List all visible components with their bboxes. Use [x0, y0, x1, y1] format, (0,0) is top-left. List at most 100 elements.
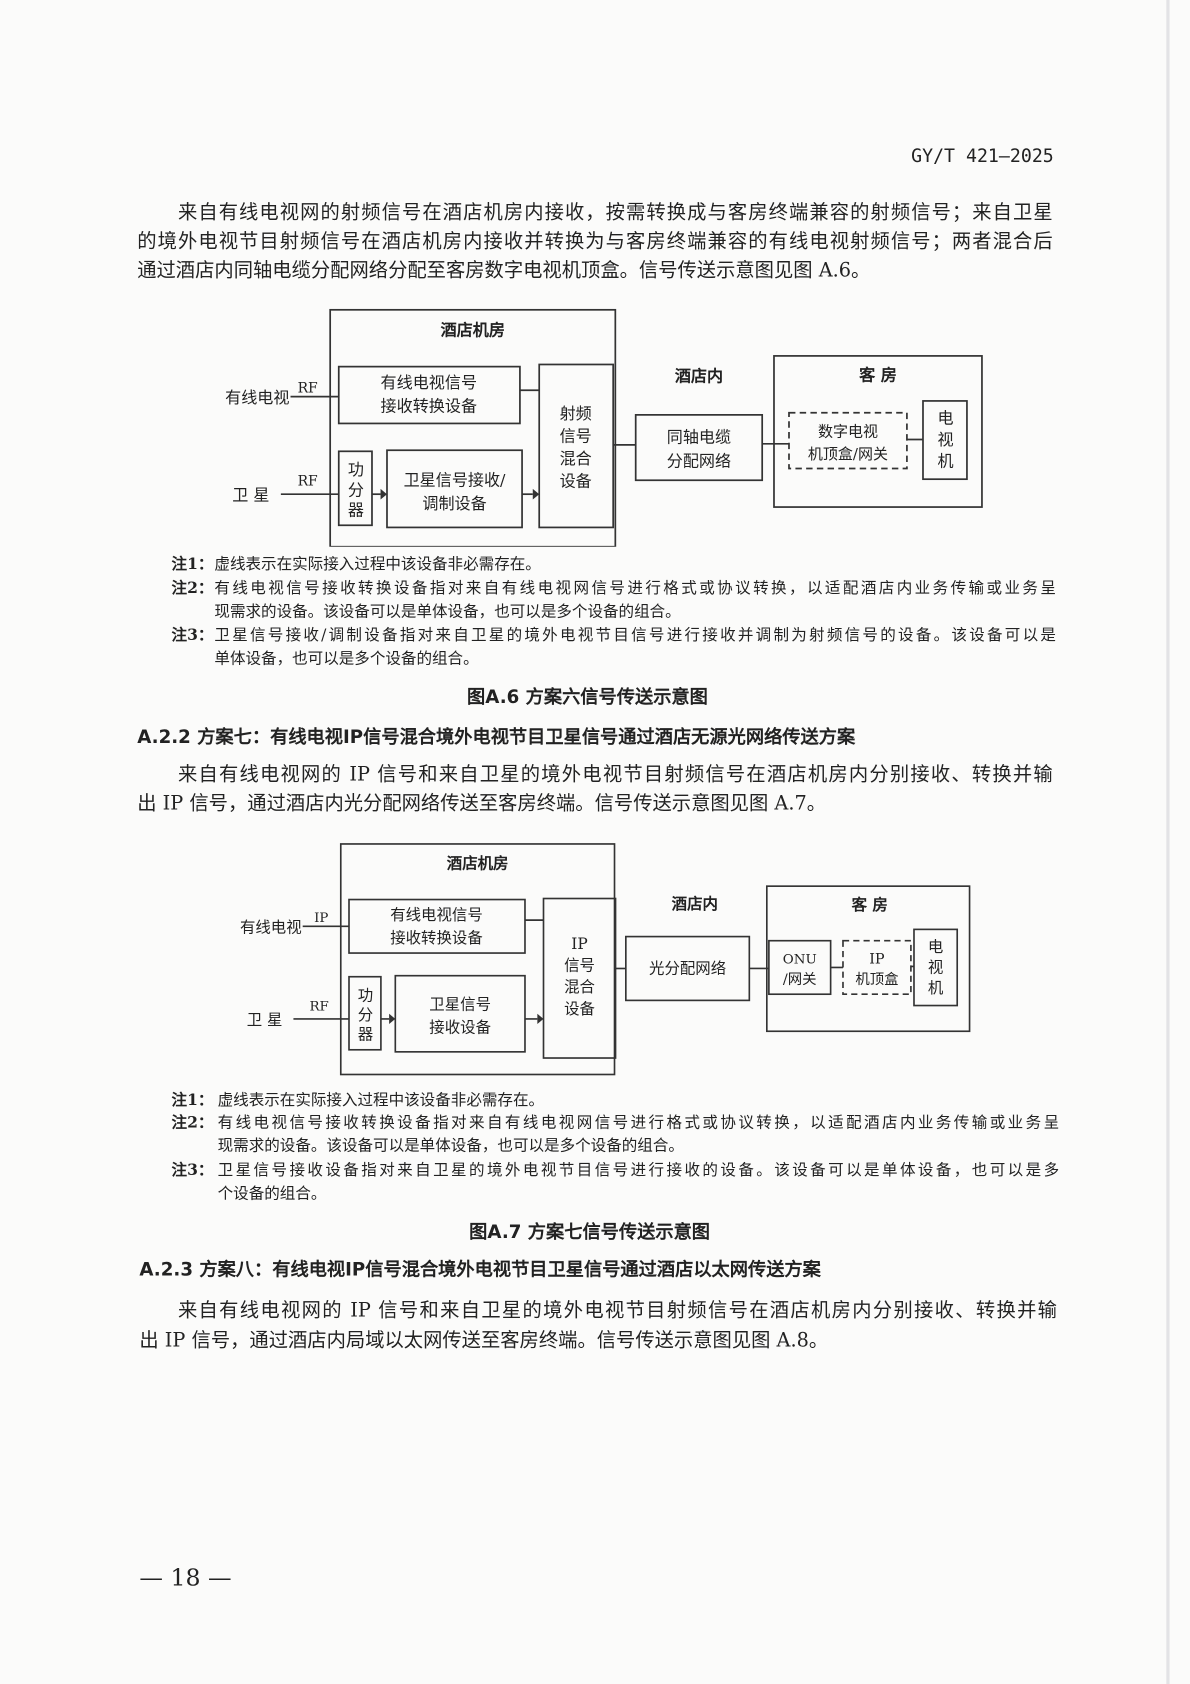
label: 客 房	[852, 895, 888, 914]
note-label: 注2：	[171, 1113, 214, 1133]
note-text: 有线电视信号接收转换设备指对来自有线电视网信号进行格式或协议转换，以适配酒店内业…	[214, 579, 1056, 598]
note-text: 现需求的设备。该设备可以是单体设备，也可以是多个设备的组合。	[214, 603, 681, 621]
label: 同轴电缆	[667, 428, 731, 447]
label: 分	[358, 1006, 373, 1024]
label: 接收设备	[429, 1018, 491, 1036]
note-text: 现需求的设备。该设备可以是单体设备，也可以是多个设备的组合。	[217, 1137, 684, 1155]
figure-a7-caption: 图A.7 方案七信号传送示意图	[469, 1222, 711, 1244]
satellite-receiver-box	[394, 974, 526, 1053]
label: IP	[314, 911, 328, 926]
figure-a6-caption: 图A.6 方案六信号传送示意图	[467, 687, 708, 709]
label: 接收转换设备	[390, 929, 483, 947]
guest-room-box	[773, 355, 983, 508]
label: 有线电视信号	[390, 906, 483, 924]
label: RF	[298, 474, 318, 490]
machine-room-box	[329, 308, 617, 547]
label: 电	[937, 408, 953, 427]
label: 接收转换设备	[381, 397, 477, 416]
text-line: 来自有线电视网的 IP 信号和来自卫星的境外电视节目射频信号在酒店机房内分别接收…	[177, 1299, 1057, 1322]
label: 视	[937, 430, 953, 449]
text-line: 来自有线电视网的 IP 信号和来自卫星的境外电视节目射频信号在酒店机房内分别接收…	[177, 763, 1053, 786]
label: RF	[298, 380, 318, 396]
label: 混合	[564, 978, 595, 996]
section-a22-heading: A.2.2 方案七：有线电视IP信号混合境外电视节目卫星信号通过酒店无源光网络传…	[137, 726, 856, 749]
label: 射频	[560, 404, 592, 423]
tv-box	[913, 928, 959, 1007]
note-text: 虚线表示在实际接入过程中该设备非必需存在。	[217, 1092, 545, 1110]
label: 机顶盒/网关	[808, 445, 888, 463]
onu-box	[768, 939, 832, 996]
stb-dashed-box	[788, 411, 908, 470]
arrow-icon	[389, 1013, 396, 1025]
label: 有线电视	[240, 918, 302, 936]
figure-a6-diagram: 酒店机房 酒店内 客 房 有线电视 卫 星 RF RF 有线电视信号 接收转换设…	[225, 308, 983, 547]
page-number: — 18 —	[139, 1565, 232, 1592]
label: 光分配网络	[649, 960, 726, 978]
arrow-icon	[537, 1013, 544, 1025]
label: RF	[309, 1000, 328, 1015]
text-line: 的境外电视节目射频信号在酒店机房内接收并转换为与客房终端兼容的有线电视射频信号；…	[137, 230, 1053, 253]
label: 卫星信号	[429, 996, 491, 1014]
label: 有线电视信号	[381, 373, 477, 392]
text-line: 通过酒店内同轴电缆分配网络分配至客房数字电视机顶盒。信号传送示意图见图 A.6。	[137, 259, 871, 282]
label: 酒店内	[672, 894, 718, 913]
label: 调制设备	[422, 494, 486, 513]
label: 信号	[564, 957, 595, 975]
label: IP	[869, 951, 885, 967]
text-line: 来自有线电视网的射频信号在酒店机房内接收，按需转换成与客房终端兼容的射频信号；来…	[177, 201, 1053, 225]
note-text: 虚线表示在实际接入过程中该设备非必需存在。	[214, 556, 541, 574]
label: 信号	[560, 427, 592, 446]
label: 机	[937, 451, 953, 470]
text-line: 出 IP 信号，通过酒店内局域以太网传送至客房终端。信号传送示意图见图 A.8。	[139, 1329, 829, 1352]
note-label: 注3：	[171, 626, 214, 645]
cable-receiver-box	[337, 365, 521, 425]
satellite-receiver-box	[386, 449, 523, 529]
label: 机	[928, 979, 944, 997]
note-label: 注2：	[171, 578, 214, 598]
note-label: 注3：	[171, 1160, 214, 1180]
note-text: 个设备的组合。	[217, 1185, 327, 1203]
note-text: 单体设备，也可以是多个设备的组合。	[214, 650, 479, 668]
label: /网关	[783, 971, 817, 988]
label: IP	[571, 935, 587, 953]
cable-receiver-box	[348, 898, 526, 954]
figure-a7-diagram: 酒店机房 酒店内 客 房 有线电视 卫 星 IP RF 有线电视信号 接收转换设…	[240, 843, 971, 1076]
note-label: 注1：	[171, 1091, 214, 1110]
section-a23-heading: A.2.3 方案八：有线电视IP信号混合境外电视节目卫星信号通过酒店以太网传送方…	[139, 1259, 821, 1282]
note-text: 有线电视信号接收转换设备指对来自有线电视网信号进行格式或协议转换，以适配酒店内业…	[217, 1114, 1060, 1133]
scan-edge	[1166, 0, 1170, 1684]
label: 卫 星	[247, 1011, 283, 1029]
ip-stb-dashed-box	[842, 939, 912, 996]
text-line: 出 IP 信号，通过酒店内光分配网络传送至客房终端。信号传送示意图见图 A.7。	[137, 792, 827, 815]
label: 机顶盒	[855, 971, 898, 988]
arrow-icon	[532, 488, 540, 500]
arrow-icon	[380, 488, 387, 500]
note-text: 卫星信号接收/调制设备指对来自卫星的境外电视节目信号进行接收并调制为射频信号的设…	[214, 627, 1056, 645]
label: 设备	[560, 472, 592, 491]
coax-network-box	[634, 414, 764, 482]
label: 器	[348, 501, 364, 520]
splitter-box	[348, 975, 382, 1051]
label: 酒店机房	[441, 321, 505, 340]
label: 功	[358, 986, 373, 1004]
label: 设备	[564, 1000, 595, 1018]
label: 客 房	[859, 366, 897, 385]
note-label: 注1：	[171, 555, 214, 574]
label: 酒店内	[675, 367, 723, 386]
label: 分	[348, 480, 364, 499]
label: 有线电视	[225, 388, 289, 407]
machine-room-box	[339, 843, 616, 1076]
label: 酒店机房	[447, 854, 509, 873]
splitter-box	[337, 450, 373, 527]
label: 电	[928, 938, 943, 956]
label: 数字电视	[818, 422, 878, 440]
label: 分配网络	[667, 451, 731, 470]
label: 卫 星	[232, 486, 269, 505]
document-code: GY/T 421—2025	[911, 145, 1054, 168]
label: 卫星信号接收/	[404, 471, 506, 490]
rf-mixer-box	[538, 363, 615, 529]
guest-room-box	[765, 885, 971, 1033]
label: 器	[358, 1025, 373, 1043]
label: 视	[928, 959, 943, 977]
